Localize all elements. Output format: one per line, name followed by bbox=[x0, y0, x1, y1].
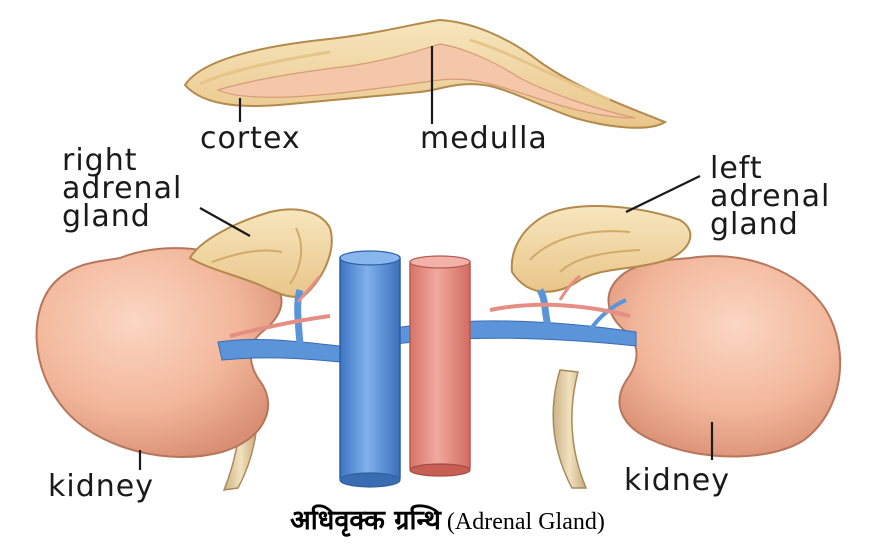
right-ureter bbox=[553, 370, 586, 488]
label-left-adrenal-3: gland bbox=[710, 207, 799, 242]
left-adrenal-leader bbox=[626, 176, 700, 212]
vena-cava bbox=[340, 251, 400, 487]
left-kidney bbox=[608, 256, 840, 456]
label-kidney-left: kidney bbox=[48, 469, 154, 504]
label-kidney-right: kidney bbox=[624, 463, 730, 498]
caption-english: (Adrenal Gland) bbox=[447, 509, 605, 535]
aorta bbox=[410, 256, 470, 476]
caption-hindi: अधिवृक्क ग्रन्थि bbox=[290, 505, 441, 536]
label-medulla: medulla bbox=[420, 121, 548, 156]
adrenal-cross-section bbox=[185, 20, 665, 128]
label-right-adrenal-3: gland bbox=[62, 199, 151, 234]
label-cortex: cortex bbox=[200, 121, 301, 156]
caption: अधिवृक्क ग्रन्थि(Adrenal Gland) bbox=[0, 503, 895, 542]
